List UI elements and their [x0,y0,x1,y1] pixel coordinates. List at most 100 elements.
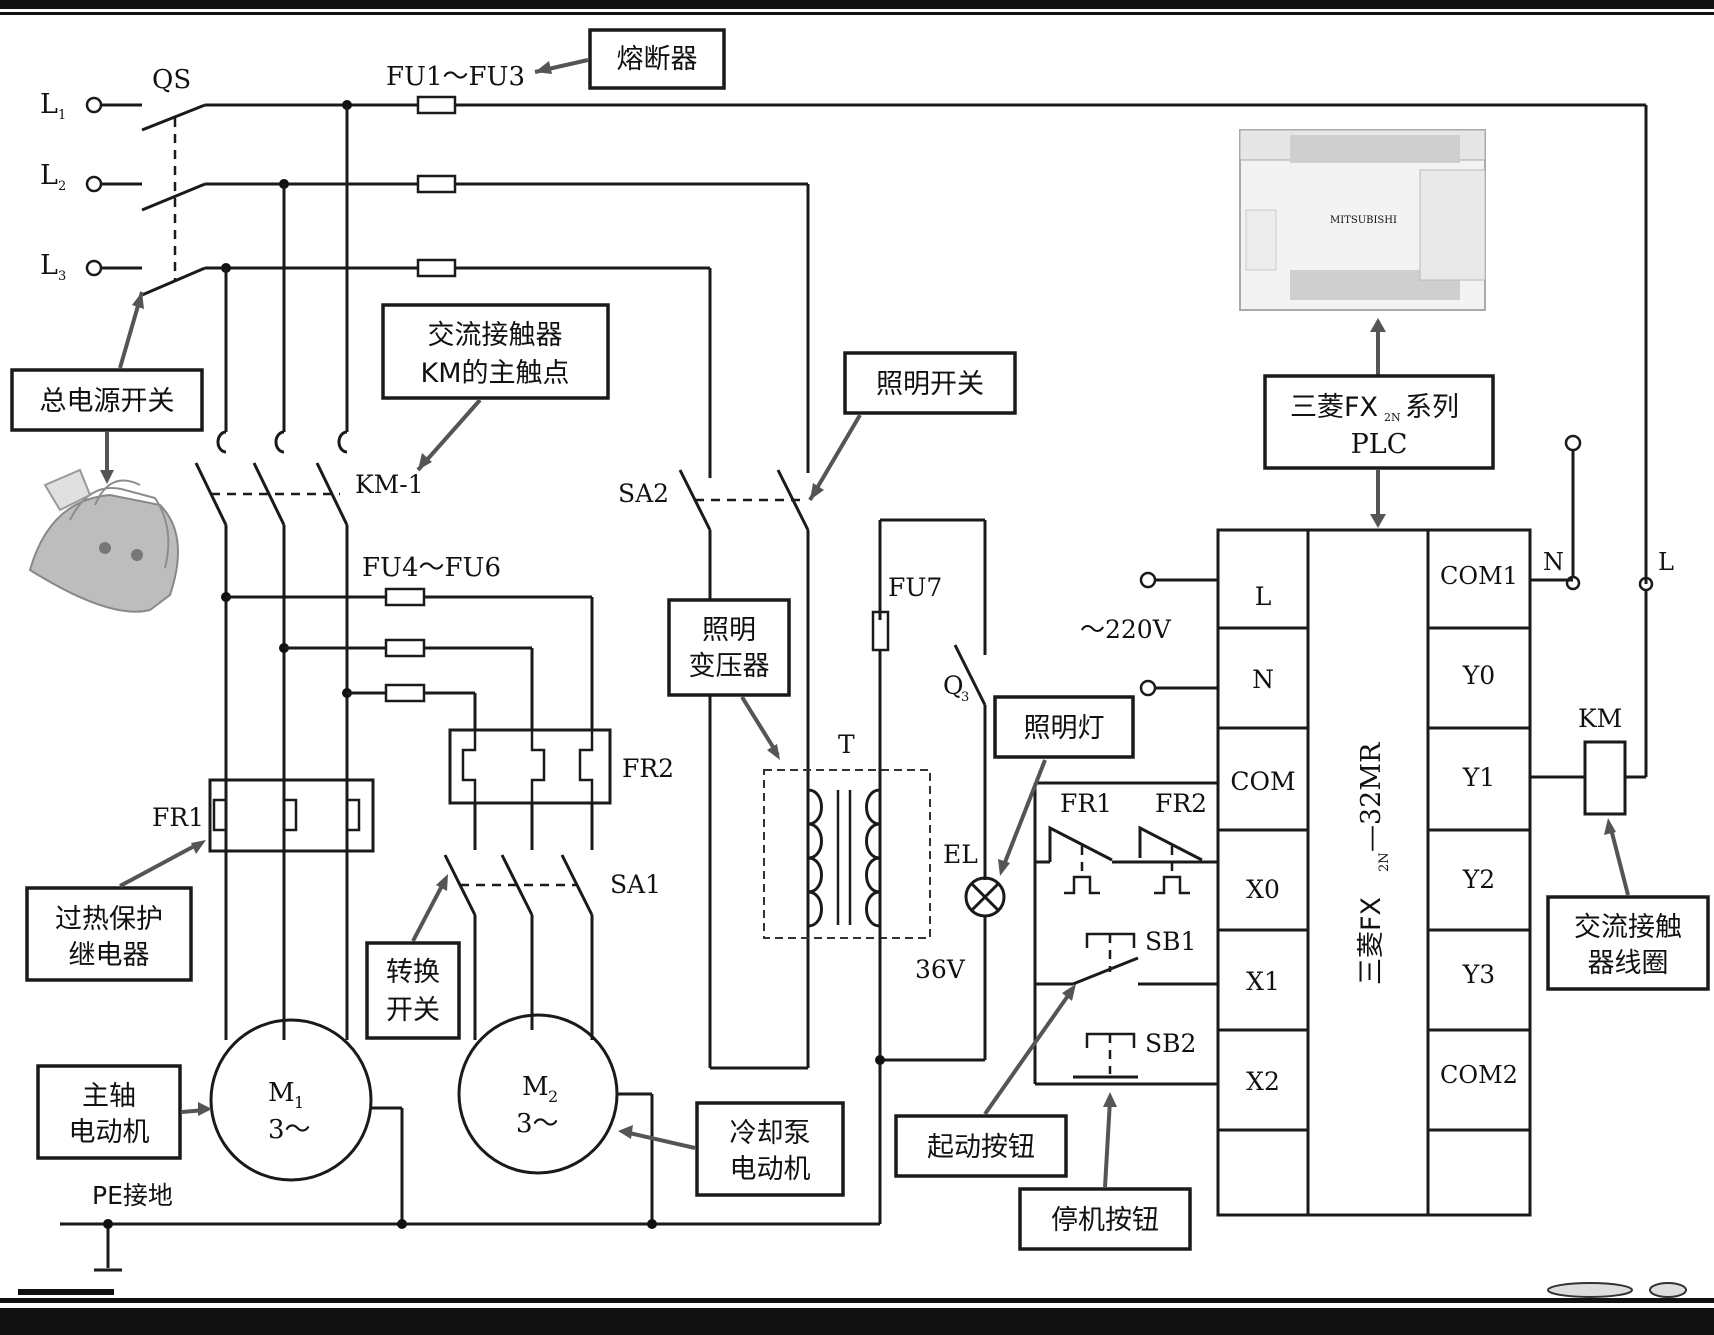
svg-text:停机按钮: 停机按钮 [1051,1205,1159,1236]
svg-text:系列: 系列 [1405,392,1459,423]
svg-text:交流接触: 交流接触 [1574,912,1682,943]
qs-switch: QS [141,65,206,297]
sa2-switch: SA2 [618,469,810,1070]
sa1-switch: SA1 [443,854,661,1040]
qs-blade-3 [141,266,206,297]
plc-terminal-y2: Y2 [1462,865,1495,894]
svg-text:照明: 照明 [702,615,756,646]
qs-blade-2 [141,182,206,212]
plc-photo-brand: MITSUBISHI [1330,215,1397,226]
m1-sub: 1 [294,1093,304,1112]
plc-outputs: N L KM [1530,434,1674,816]
svg-text:转换: 转换 [386,957,440,988]
svg-text:交流接触器: 交流接触器 [428,320,563,351]
plc-model-label: 三菱FX 2N —32MR [1356,742,1392,985]
fr1-label: FR1 [152,803,204,832]
plc-terminal-n: N [1252,665,1274,694]
l3-label: L [40,250,58,281]
m1-label: M [268,1078,295,1108]
svg-text:开关: 开关 [386,995,440,1026]
qs-label: QS [152,65,191,95]
arrow-head [1370,318,1386,332]
plc-terminal-x0: X0 [1246,875,1280,904]
svg-text:过热保护: 过热保护 [55,904,163,935]
supply-bus: FU1～FU3 [205,62,1648,584]
svg-text:电动机: 电动机 [69,1117,150,1148]
plc-terminal-com: COM [1230,767,1295,796]
callout-contactor-main: 交流接触器 KM的主触点 [381,303,610,472]
callout-light-switch: 照明开关 [808,351,1017,502]
l1-label: L [40,89,58,120]
callout-spindle-motor: 主轴 电动机 [36,1064,212,1160]
transformer-t: T 36V [763,730,966,984]
sb2-label: SB2 [1145,1029,1196,1058]
svg-text:起动按钮: 起动按钮 [927,1132,1035,1163]
callout-light-transformer: 照明 变压器 [667,598,791,760]
svg-text:主轴: 主轴 [82,1081,136,1112]
l2-label: L [40,160,58,191]
motor-m2: M 2 3～ [457,1013,654,1224]
svg-text:照明灯: 照明灯 [1024,713,1105,744]
plc-terminal-y1: Y1 [1462,763,1495,792]
top-border-thin [0,12,1714,15]
plc-terminal-y3: Y3 [1462,960,1495,989]
svg-text:照明开关: 照明开关 [876,369,984,400]
terminal-l3 [85,259,103,277]
plc-terminal-l: L [1255,582,1272,611]
bottom-border [0,1308,1714,1335]
m2-phase: 3～ [516,1109,559,1139]
l2-sub: 2 [58,179,66,194]
m2-label: M [522,1072,549,1102]
l-terminal-label: L [1658,548,1674,576]
callout-coolant-motor: 冷却泵 电动机 [618,1101,845,1197]
callout-main-switch: 总电源开关 [10,291,204,484]
callout-stop-button: 停机按钮 [1018,1092,1192,1251]
fr1-relay: FR1 [152,778,375,853]
bottom-border-thin [0,1298,1714,1303]
plc-block: L N COM X0 X1 X2 COM1 Y0 Y1 Y2 Y3 COM2 三… [1216,528,1532,1217]
t-label: T [838,730,855,759]
callout-overheat-relay: 过热保护 继电器 [25,840,206,982]
callout-fuse: 熔断器 [534,28,726,90]
plc-photo: MITSUBISHI [1239,129,1486,311]
v36-label: 36V [915,955,966,984]
plc-terminal-com2: COM2 [1440,1061,1518,1089]
callout-changeover: 转换 开关 [365,874,461,1040]
svg-text:熔断器: 熔断器 [617,44,698,75]
svg-text:三菱FX: 三菱FX [1356,897,1387,985]
top-border [0,0,1714,9]
fuse-fu5 [384,638,426,658]
callout-start-button: 起动按钮 [894,984,1076,1178]
svg-text:冷却泵: 冷却泵 [730,1118,811,1149]
plc-terminal-x2: X2 [1246,1067,1280,1096]
plc-inputs: FR1 FR2 SB1 SB2 ～220V [1033,571,1218,1086]
svg-text:电动机: 电动机 [730,1154,811,1185]
terminal-l2 [85,175,103,193]
coolant-branch: FU4～FU6 [221,553,594,730]
q3-sub: 3 [961,690,969,705]
plc-terminal-com1: COM1 [1440,562,1518,590]
sb1-label: SB1 [1145,927,1196,956]
v220-label: ～220V [1080,615,1172,644]
svg-text:2N: 2N [1384,411,1401,424]
fr1-plc-label: FR1 [1060,789,1112,818]
fu1-3-label: FU1～FU3 [386,62,525,92]
svg-text:继电器: 继电器 [69,940,150,971]
svg-text:KM的主触点: KM的主触点 [420,358,569,389]
fr2-label: FR2 [622,754,674,783]
km-coil-label: KM [1578,704,1622,733]
callout-lamp: 照明灯 [993,695,1135,876]
fuse-fu4 [384,587,426,607]
plc-terminal-y0: Y0 [1462,661,1495,690]
n-terminal-label: N [1543,548,1564,576]
fr2-relay: FR2 [448,728,674,850]
m1-phase: 3～ [268,1115,311,1145]
l3-sub: 3 [58,269,66,284]
sa1-label: SA1 [610,870,661,899]
m2-sub: 2 [548,1087,558,1106]
fu4-6-label: FU4～FU6 [362,553,501,583]
fuse-fu3 [416,258,457,278]
arrow-head [1370,514,1386,528]
